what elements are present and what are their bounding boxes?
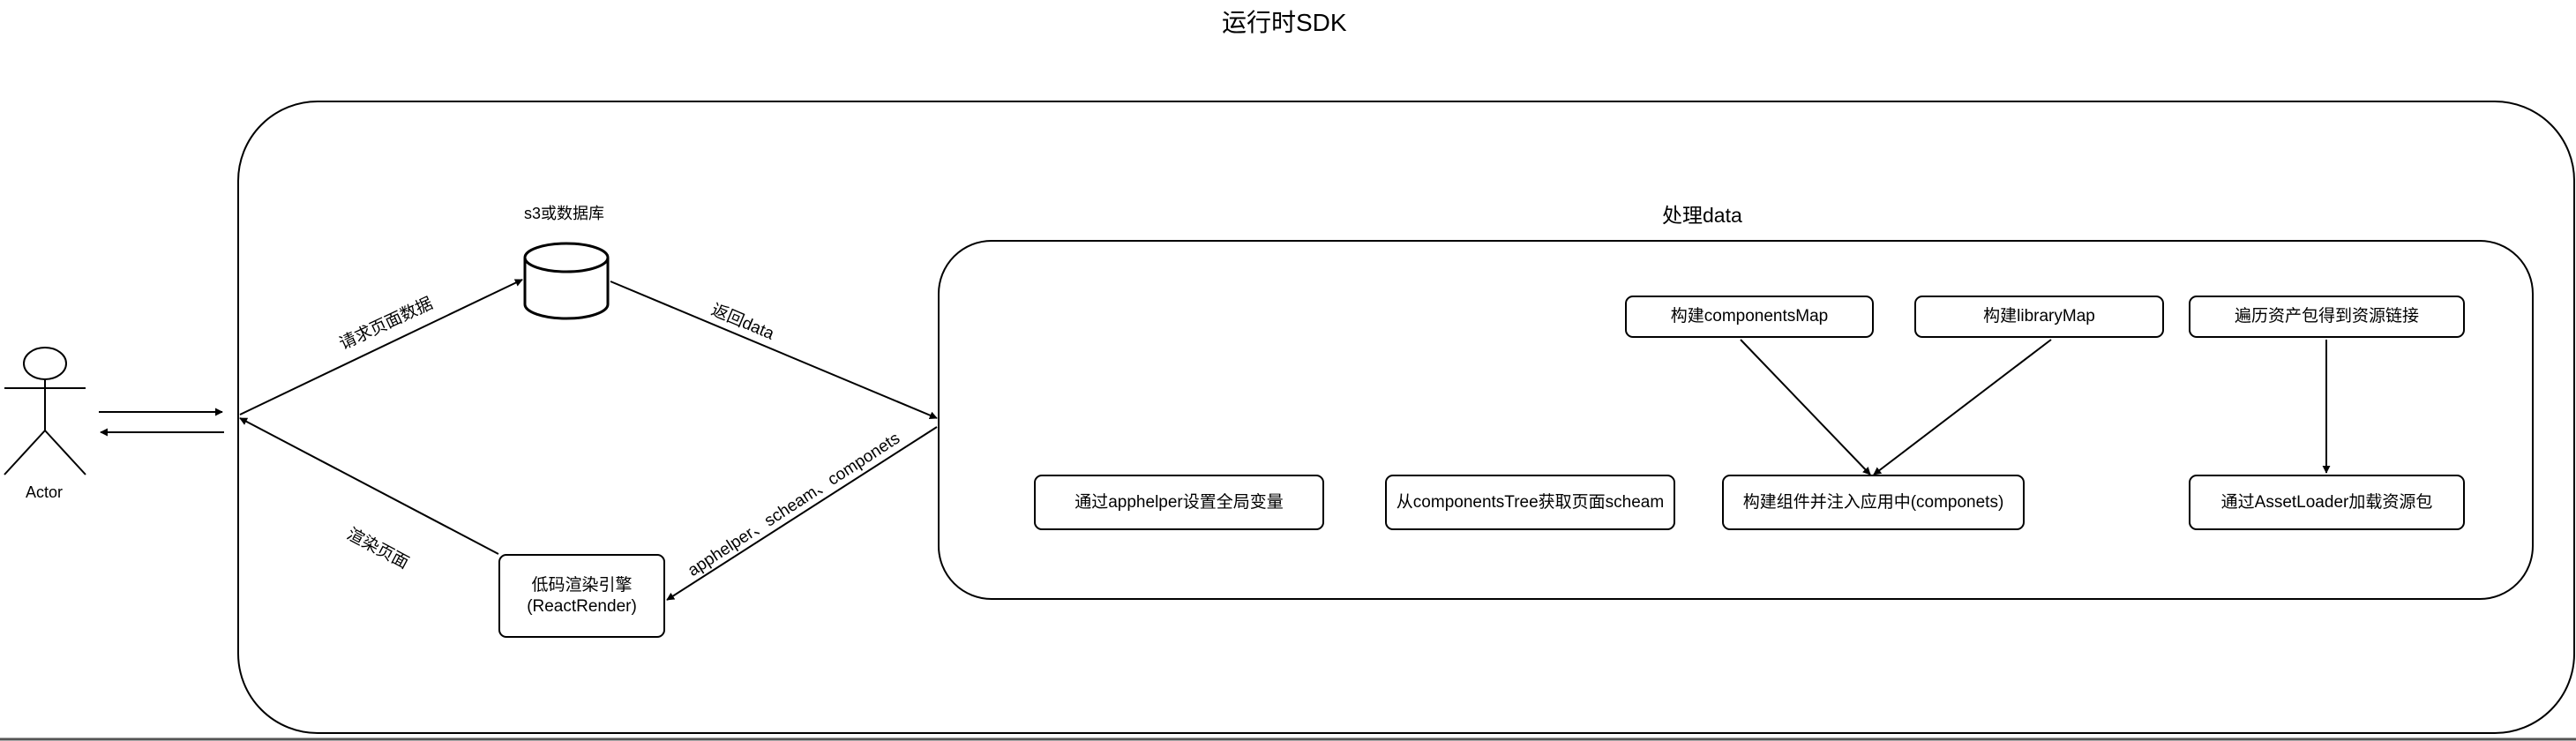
set-global-vars-node: 通过apphelper设置全局变量 [1034,475,1324,530]
build-inject-components-node: 构建组件并注入应用中(componets) [1722,475,2025,530]
load-assets-node: 通过AssetLoader加载资源包 [2189,475,2465,530]
render-page-edge [239,417,499,555]
return-data-edge [610,281,938,420]
render-engine-node: 低码渲染引擎 (ReactRender) [498,554,665,638]
params-edge [666,426,938,601]
database-icon [523,242,610,320]
build-components-map-node: 构建componentsMap [1625,296,1874,338]
database-label: s3或数据库 [524,205,605,222]
build-library-map-node: 构建libraryMap [1914,296,2164,338]
traverse-assets-node: 遍历资产包得到资源链接 [2189,296,2465,338]
components-map-to-build-edge [1740,339,1871,475]
page-title: 运行时SDK [1222,9,1347,36]
library-map-to-build-edge [1873,339,2052,475]
request-data-edge [239,279,523,415]
sdk-container [237,101,2575,734]
process-group-label: 处理data [1662,204,1742,227]
get-page-schema-node: 从componentsTree获取页面scheam [1385,475,1675,530]
process-data-container [938,240,2534,600]
actor-figure [4,347,86,475]
actor-label: Actor [26,483,64,501]
